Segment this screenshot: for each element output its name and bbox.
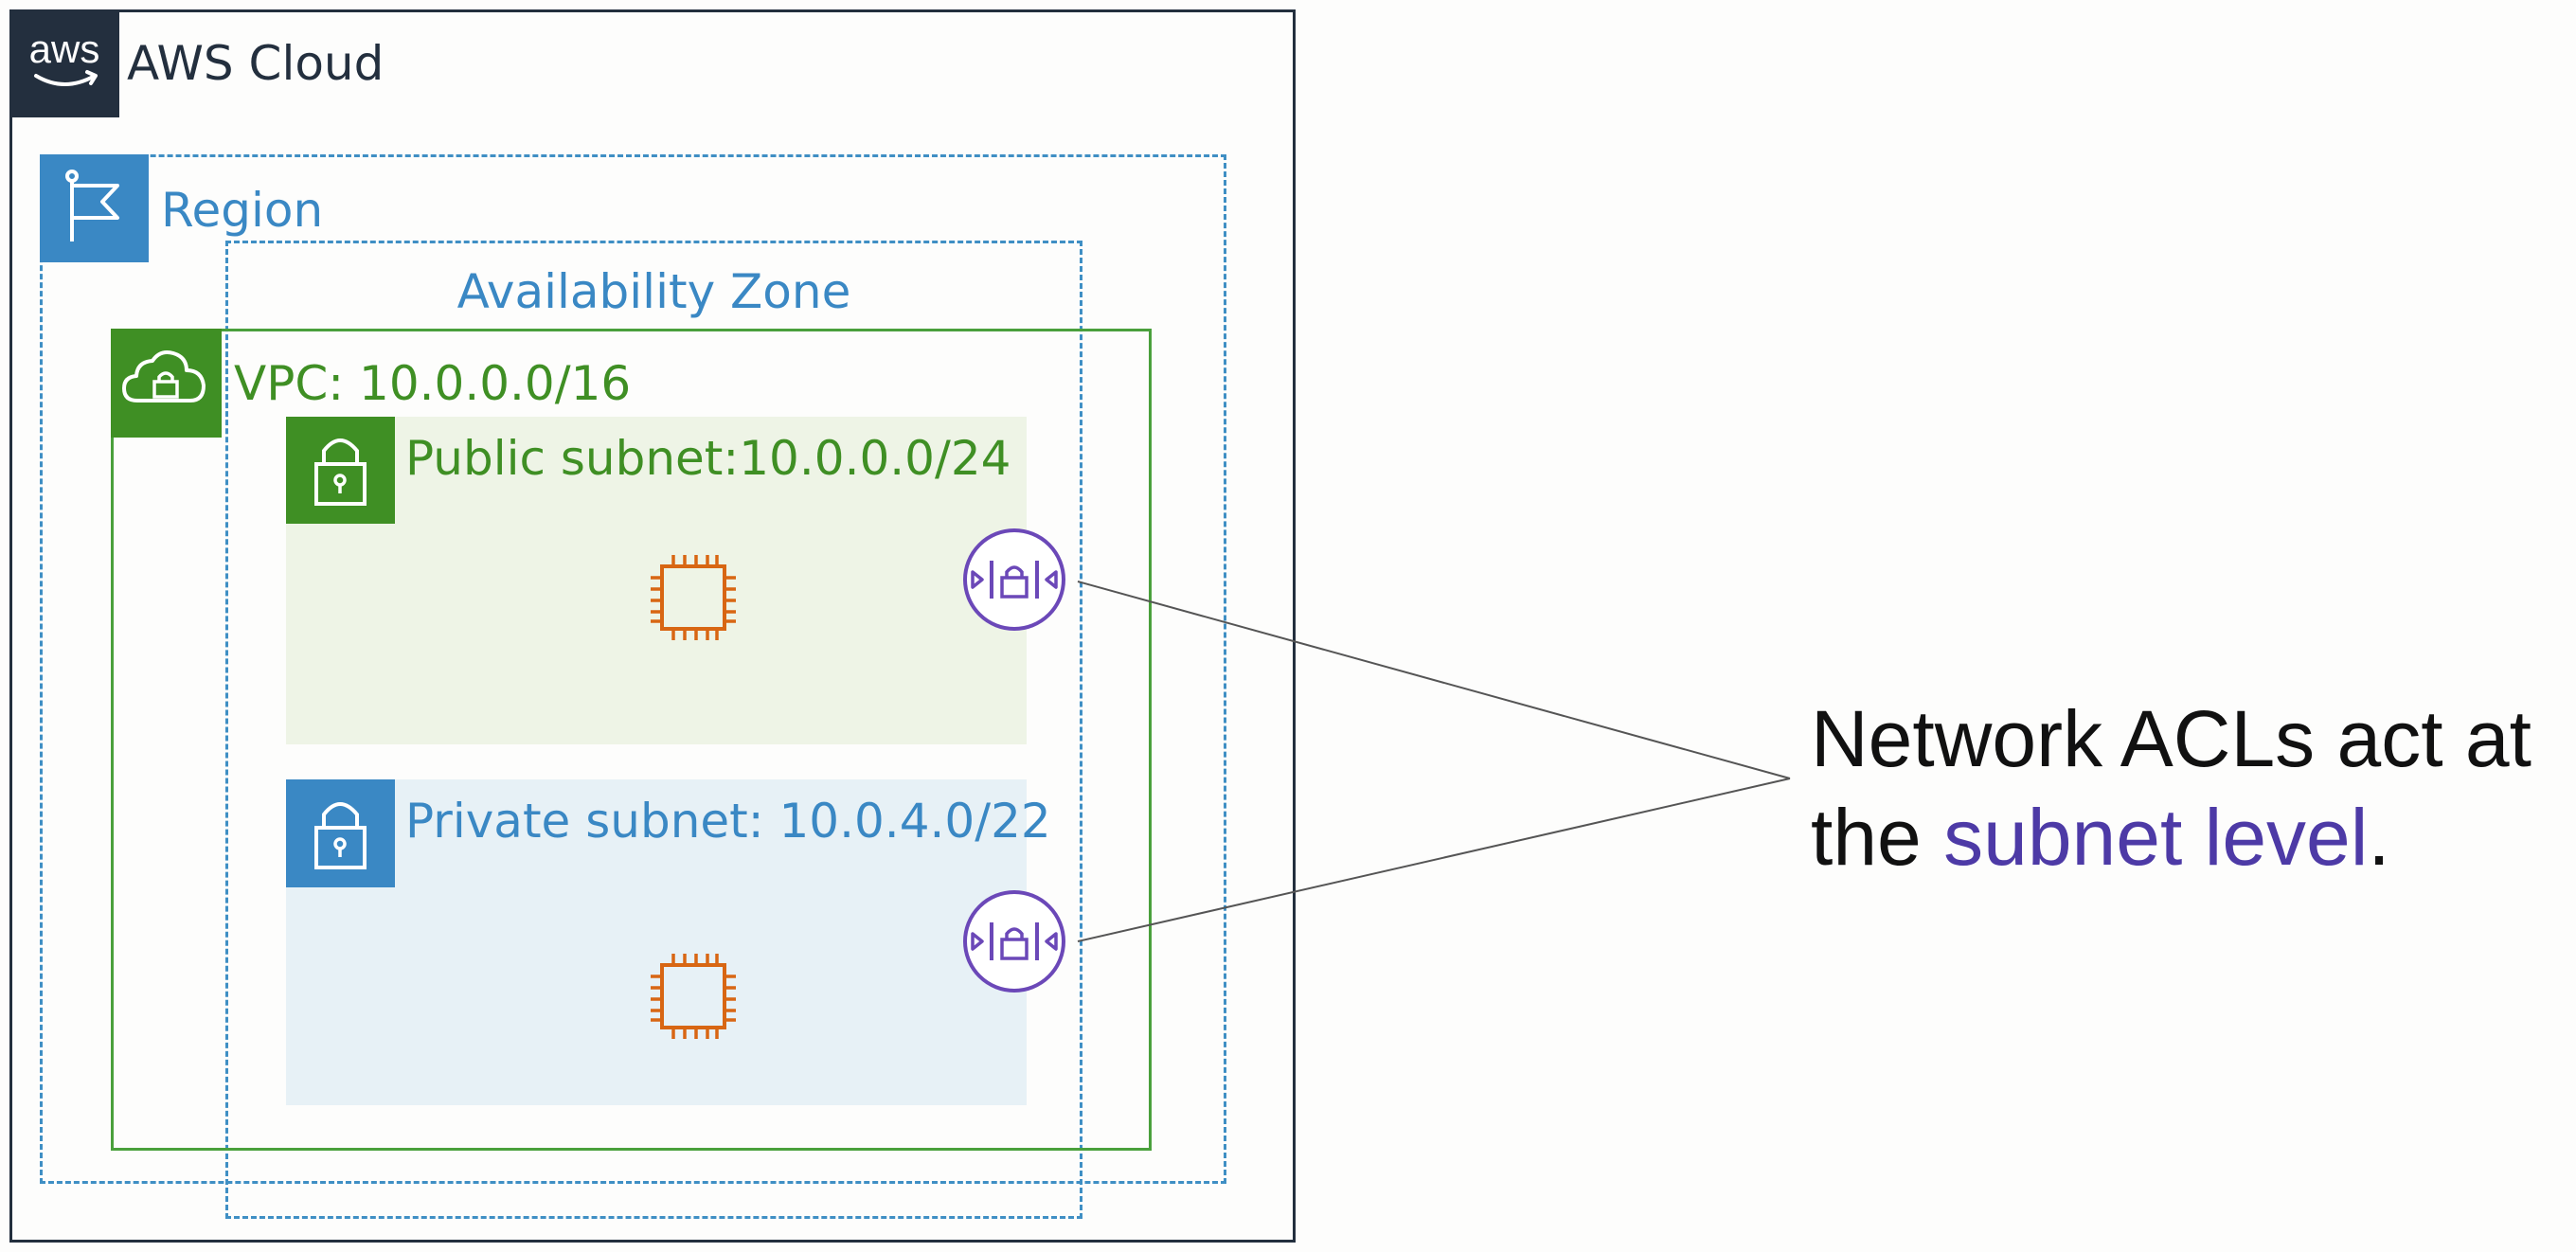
public-subnet-label: Public subnet:10.0.0.0/24 [405, 431, 1011, 486]
cloud-lock-icon [111, 329, 222, 438]
lock-icon [286, 417, 395, 524]
vpc-label: VPC: 10.0.0.0/16 [234, 356, 632, 411]
availability-zone-label: Availability Zone [456, 264, 851, 319]
caption-line-1: Network ACLs act at [1811, 694, 2531, 783]
caption: Network ACLs act at the subnet level. [1811, 689, 2531, 886]
caption-prefix: the [1811, 793, 1944, 882]
svg-text:aws: aws [29, 27, 100, 71]
network-acl-icon [961, 888, 1067, 994]
lock-icon [286, 779, 395, 887]
caption-highlight: subnet level [1943, 793, 2369, 882]
region-label: Region [161, 183, 324, 238]
aws-logo: aws [9, 9, 119, 117]
caption-suffix: . [2368, 793, 2390, 882]
chip-icon [641, 944, 745, 1048]
private-subnet [286, 779, 1027, 1105]
public-subnet [286, 417, 1027, 744]
network-acl-icon [961, 527, 1067, 633]
aws-cloud-label: AWS Cloud [127, 36, 385, 91]
private-subnet-label: Private subnet: 10.0.4.0/22 [405, 794, 1051, 849]
caption-line-2: the subnet level. [1811, 788, 2531, 886]
chip-icon [641, 546, 745, 650]
flag-icon [40, 154, 149, 262]
